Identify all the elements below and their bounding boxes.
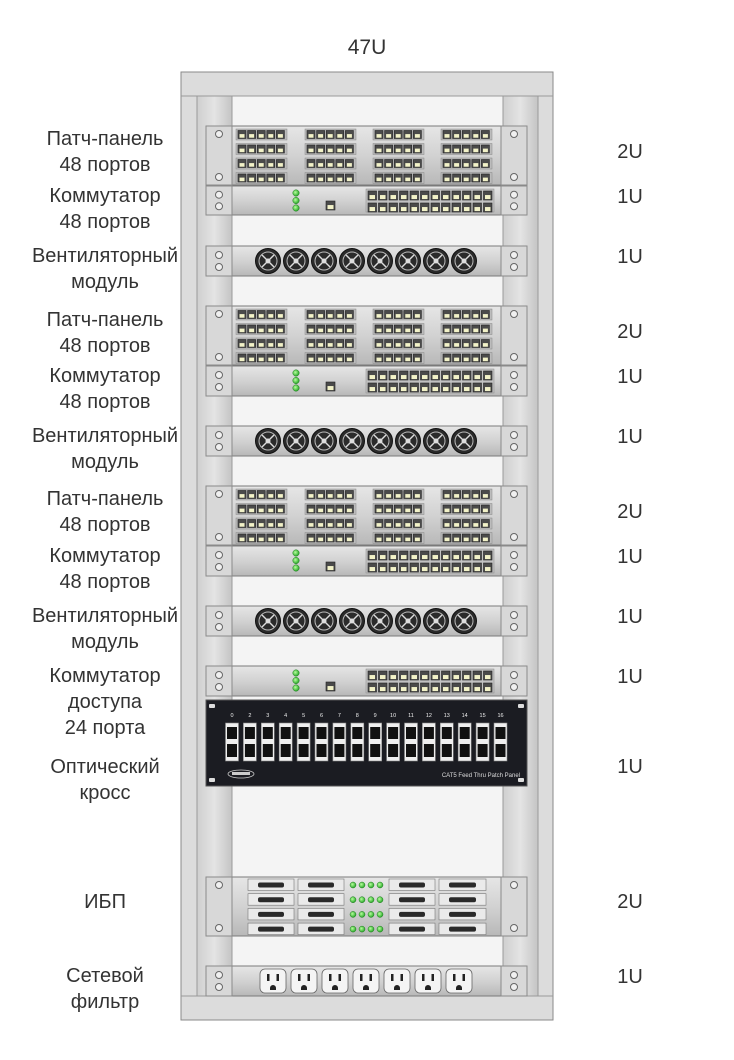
device-size: 1U bbox=[617, 366, 643, 388]
device-size: 1U bbox=[617, 426, 643, 448]
device-label: Оптический кросс bbox=[50, 756, 160, 804]
device-fan bbox=[205, 245, 528, 277]
port-number: 14 bbox=[462, 713, 468, 719]
device-label: Коммутатор доступа 24 порта bbox=[49, 665, 161, 739]
port-number: 6 bbox=[320, 713, 323, 719]
device-switch48 bbox=[205, 185, 528, 216]
device-label: Сетевой фильтр bbox=[66, 965, 144, 1013]
device-size: 1U bbox=[617, 186, 643, 208]
device-size: 2U bbox=[617, 891, 643, 913]
device-patch bbox=[205, 125, 528, 186]
device-size: 1U bbox=[617, 246, 643, 268]
device-label: Вентиляторный модуль bbox=[31, 245, 179, 293]
panel-caption: CAT5 Feed Thru Patch Panel bbox=[442, 773, 520, 779]
device-label: ИБП bbox=[84, 891, 126, 913]
vendor-logo bbox=[227, 769, 255, 779]
device-label: Коммутатор 48 портов bbox=[49, 365, 161, 413]
rack-title: 47U bbox=[347, 36, 387, 59]
device-switch48 bbox=[205, 365, 528, 397]
port-number: 8 bbox=[356, 713, 359, 719]
port-number: 5 bbox=[302, 713, 305, 719]
port-number: 4 bbox=[284, 713, 287, 719]
device-label: Патч-панель 48 портов bbox=[46, 128, 164, 176]
port-number: 15 bbox=[480, 713, 486, 719]
device-size: 2U bbox=[617, 321, 643, 343]
device-switch24 bbox=[205, 665, 528, 697]
device-label: Коммутатор 48 портов bbox=[49, 545, 161, 593]
device-size: 1U bbox=[617, 606, 643, 628]
device-label: Вентиляторный модуль bbox=[31, 605, 179, 653]
device-label: Вентиляторный модуль bbox=[31, 425, 179, 473]
device-size: 1U bbox=[617, 966, 643, 988]
port-number: 9 bbox=[374, 713, 377, 719]
device-switch48 bbox=[205, 545, 528, 577]
port-number: 16 bbox=[497, 713, 503, 719]
device-size: 1U bbox=[617, 666, 643, 688]
device-label: Патч-панель 48 портов bbox=[46, 488, 164, 536]
port-number: 11 bbox=[408, 713, 414, 719]
port-number: 7 bbox=[338, 713, 341, 719]
device-size: 1U bbox=[617, 756, 643, 778]
port-number: 13 bbox=[444, 713, 450, 719]
device-label: Патч-панель 48 портов bbox=[46, 309, 164, 357]
port-number: 2 bbox=[248, 713, 251, 719]
device-patch bbox=[205, 305, 528, 366]
port-number: 12 bbox=[426, 713, 432, 719]
device-size: 1U bbox=[617, 546, 643, 568]
device-pdu bbox=[205, 965, 528, 997]
device-fan bbox=[205, 425, 528, 457]
port-number: 0 bbox=[230, 713, 233, 719]
device-size: 2U bbox=[617, 141, 643, 163]
device-patch bbox=[205, 485, 528, 546]
device-label: Коммутатор 48 портов bbox=[49, 185, 161, 233]
device-fan bbox=[205, 605, 528, 637]
port-number: 3 bbox=[266, 713, 269, 719]
device-ups bbox=[205, 876, 528, 937]
port-number: 10 bbox=[390, 713, 396, 719]
device-size: 2U bbox=[617, 501, 643, 523]
